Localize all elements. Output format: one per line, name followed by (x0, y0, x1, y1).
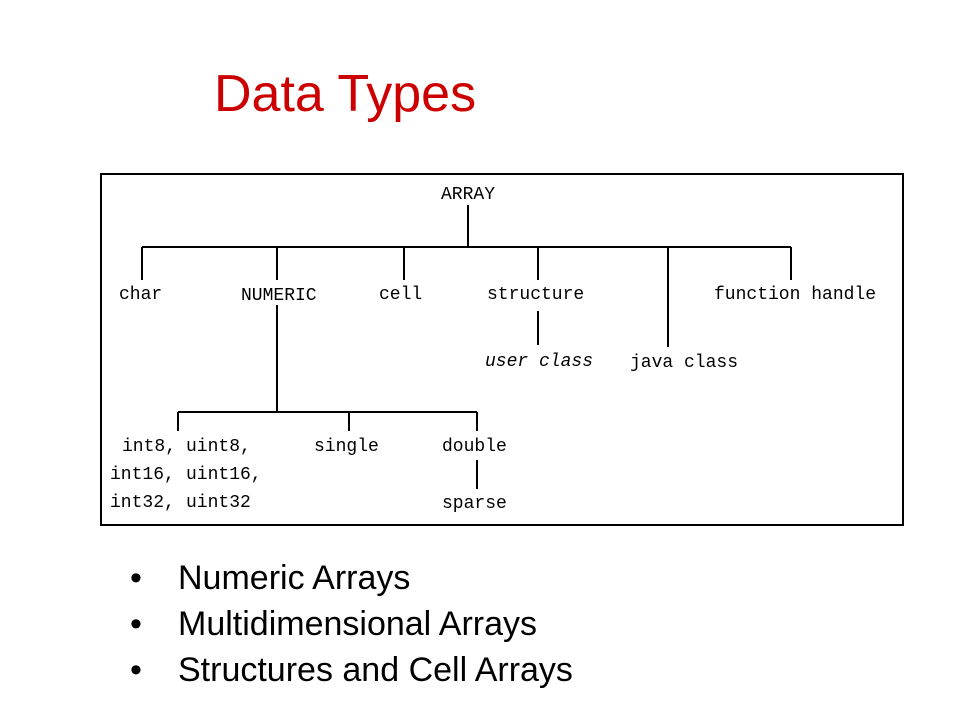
node-char: char (119, 285, 162, 305)
node-array: ARRAY (441, 185, 495, 205)
node-int16: int16, (110, 465, 175, 485)
bullet-item: • Structures and Cell Arrays (130, 647, 573, 693)
slide-title: Data Types (214, 65, 477, 123)
node-cell: cell (379, 285, 422, 305)
node-uint16: uint16, (186, 465, 262, 485)
node-function-handle: function handle (714, 285, 876, 305)
node-numeric: NUMERIC (241, 286, 317, 306)
topic-bullet-list: • Numeric Arrays • Multidimensional Arra… (130, 555, 573, 693)
node-structure: structure (487, 285, 584, 305)
node-sparse: sparse (442, 494, 507, 514)
bullet-text: Numeric Arrays (178, 559, 411, 597)
bullet-text: Structures and Cell Arrays (178, 651, 573, 689)
type-hierarchy-diagram: ARRAY char NUMERIC cell structure functi… (100, 173, 904, 526)
bullet-dot: • (130, 605, 142, 643)
node-int8: int8, (122, 437, 176, 457)
bullet-item: • Numeric Arrays (130, 555, 573, 601)
node-uint8: uint8, (186, 437, 251, 457)
bullet-dot: • (130, 559, 142, 597)
node-uint32: uint32 (186, 493, 251, 513)
node-int32: int32, (110, 493, 175, 513)
connector-lines (141, 205, 792, 489)
node-user-class: user class (485, 352, 593, 372)
node-double: double (442, 437, 507, 457)
node-java-class: java class (630, 353, 738, 373)
bullet-item: • Multidimensional Arrays (130, 601, 573, 647)
hierarchy-svg: ARRAY char NUMERIC cell structure functi… (110, 185, 876, 514)
bullet-text: Multidimensional Arrays (178, 605, 538, 643)
bullet-dot: • (130, 651, 142, 689)
node-single: single (314, 437, 379, 457)
